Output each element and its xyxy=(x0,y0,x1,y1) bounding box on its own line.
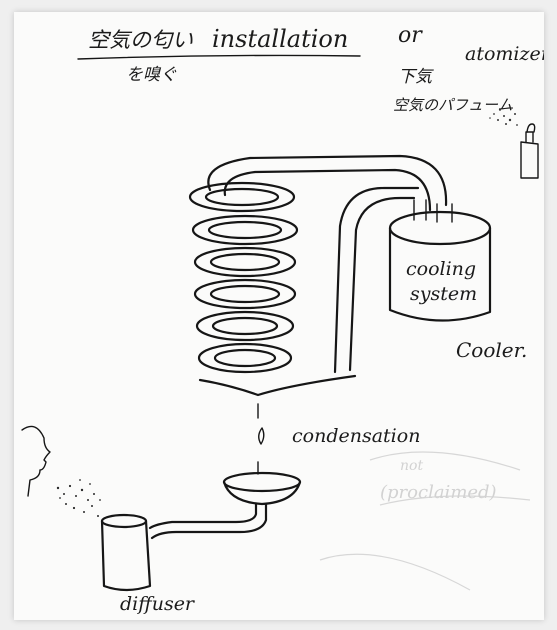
or-text: or xyxy=(398,23,423,48)
cooling-system-unit: cooling system xyxy=(390,200,490,321)
diffuser-label: diffuser xyxy=(120,593,196,615)
atomizer-bottle-icon xyxy=(521,124,538,178)
svg-text:(proclaimed): (proclaimed) xyxy=(380,482,497,503)
sketch-canvas: (proclaimed) not 空気の匂い installation を嗅ぐ … xyxy=(14,12,544,620)
condensation-drop xyxy=(258,404,264,444)
title-jp-prefix: 空気の匂い xyxy=(88,28,193,52)
cooling-system-label-line2: system xyxy=(410,283,477,305)
atomizer-label: atomizer xyxy=(465,43,544,65)
collecting-bowl xyxy=(150,462,300,538)
title-en: installation xyxy=(212,25,348,53)
condensation-label: condensation xyxy=(292,425,420,447)
cooler-label: Cooler. xyxy=(456,338,527,362)
cooling-system-label-line1: cooling xyxy=(406,258,476,280)
sketch-sheet: (proclaimed) not 空気の匂い installation を嗅ぐ … xyxy=(14,12,544,620)
alt-line1: 下気 xyxy=(398,67,434,87)
diffuser-unit xyxy=(102,515,150,590)
bleed-through-marks: (proclaimed) not xyxy=(320,452,530,590)
title-block: 空気の匂い installation を嗅ぐ xyxy=(78,25,360,85)
title-jp-sub: を嗅ぐ xyxy=(126,65,177,85)
head-profile-icon xyxy=(22,426,50,496)
alt-line2: 空気のパフューム xyxy=(393,96,513,114)
scent-mist xyxy=(57,479,101,517)
svg-text:not: not xyxy=(400,458,423,474)
title-underline xyxy=(78,55,360,59)
